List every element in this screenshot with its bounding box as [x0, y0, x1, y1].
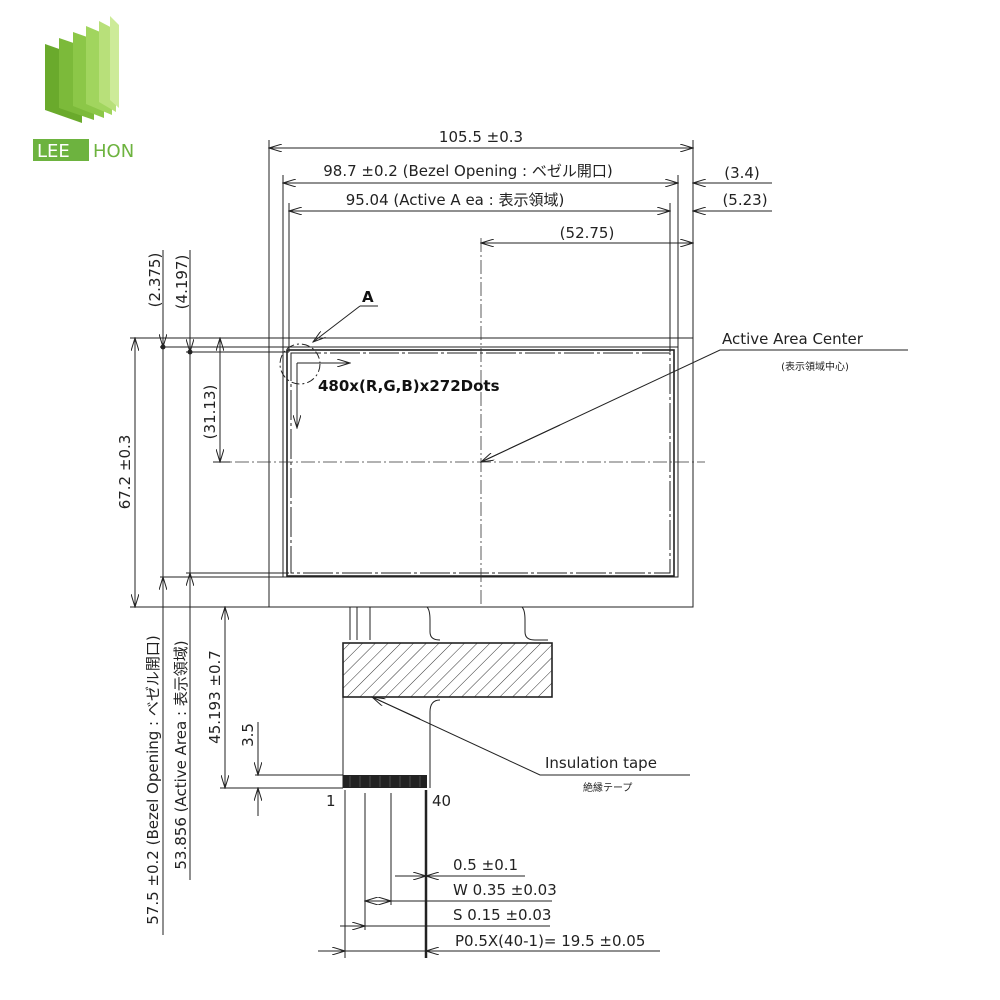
detail-a-circle — [279, 343, 321, 385]
insulation-jp: 絶縁テープ — [583, 781, 632, 794]
pin-40-label: 40 — [432, 792, 451, 810]
dim-3-4: (3.4) — [724, 164, 760, 182]
dim-4-197: (4.197) — [173, 255, 191, 310]
dim-fpc-length: 45.193 ±0.7 — [206, 650, 224, 744]
detail-a-label: A — [362, 288, 374, 306]
contact-fingers — [343, 775, 427, 788]
dim-bezel-height: 57.5 ±0.2 (Bezel Opening : ベゼル開口) — [144, 635, 162, 924]
svg-text:LEE: LEE — [37, 141, 70, 162]
pin-1-label: 1 — [326, 792, 336, 810]
fpc-cable — [342, 606, 553, 788]
active-center-label: Active Area Center — [722, 330, 864, 348]
dim-overall-height: 67.2 ±0.3 — [116, 435, 134, 510]
dim-bezel-width: 98.7 ±0.2 (Bezel Opening : ベゼル開口) — [323, 162, 612, 180]
leehon-logo: LEE HON — [33, 16, 134, 162]
dim-center-x: (52.75) — [560, 224, 615, 242]
resolution-label: 480x(R,G,B)x272Dots — [318, 377, 500, 395]
insulation-tape — [342, 642, 553, 698]
dim-s: S 0.15 ±0.03 — [453, 906, 551, 924]
dim-center-y: (31.13) — [201, 385, 219, 440]
insulation-label: Insulation tape — [545, 754, 657, 772]
dim-2-375: (2.375) — [146, 253, 164, 308]
dim-contact-length: 3.5 — [239, 723, 257, 747]
dim-5-23: (5.23) — [722, 191, 767, 209]
svg-text:HON: HON — [93, 141, 134, 162]
active-center-jp: (表示領域中心) — [781, 360, 849, 373]
dim-active-width: 95.04 (Active A ea : 表示領域) — [346, 191, 565, 209]
dim-w: W 0.35 ±0.03 — [453, 881, 557, 899]
dim-finger-width: 0.5 ±0.1 — [453, 856, 518, 874]
dim-overall-width: 105.5 ±0.3 — [439, 128, 523, 146]
dim-pitch: P0.5X(40-1)= 19.5 ±0.05 — [455, 932, 645, 950]
dim-active-height: 53.856 (Active Area : 表示領域) — [172, 640, 190, 869]
